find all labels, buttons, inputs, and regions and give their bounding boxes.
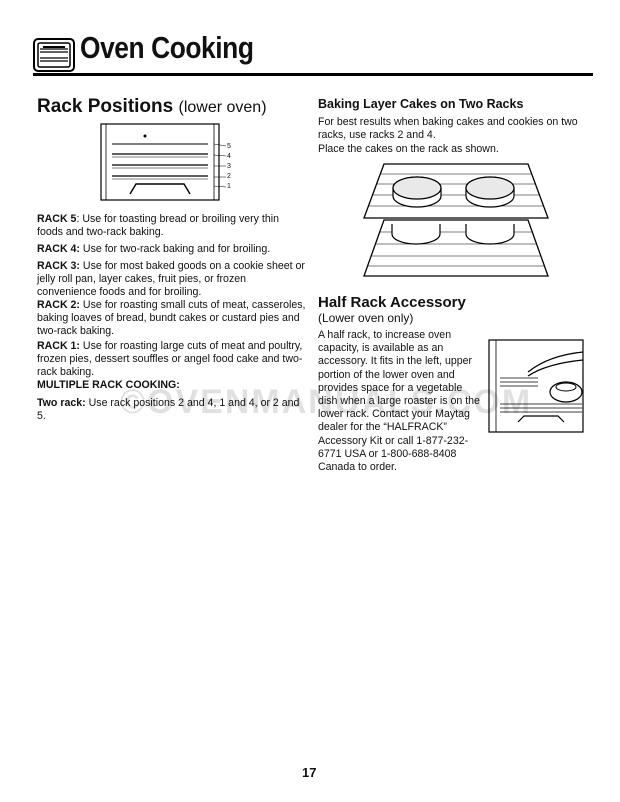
rack-label-1: 1 [227,183,231,190]
layer-cakes-diagram [362,158,550,280]
half-rack-subtitle: (Lower oven only) [318,311,414,325]
rack-label-3: 3 [227,163,231,170]
watermark: ©OVENMANUALS.COM [120,383,533,421]
two-rack-description: Two rack: Use rack positions 2 and 4, 1 … [37,397,307,423]
rack-positions-title: Rack Positions [37,96,174,117]
half-rack-description: A half rack, to increase oven capacity, … [318,329,480,474]
rack-4-label: RACK 4: [37,243,80,255]
two-rack-text: Use rack positions 2 and 4, 1 and 4, or … [37,397,300,423]
rack-5-description: RACK 5: Use for toasting bread or broili… [37,213,280,239]
page-title: Oven Cooking [80,30,254,65]
rack-5-text: Use for toasting bread or broiling very … [37,213,280,239]
rack-label-5: 5 [227,143,231,150]
half-rack-diagram [488,338,584,434]
rack-label-2: 2 [227,173,231,180]
rack-3-label: RACK 3: [37,260,80,272]
layer-cakes-paragraph-1: For best results when baking cakes and c… [318,116,578,142]
rack-1-text: Use for roasting large cuts of meat and … [37,340,303,379]
oven-icon [33,38,75,72]
rack-2-description: RACK 2: Use for roasting small cuts of m… [37,299,307,339]
rack-3-description: RACK 3: Use for most baked goods on a co… [37,260,307,300]
multiple-rack-heading: MULTIPLE RACK COOKING: [37,379,180,391]
rack-2-label: RACK 2: [37,299,80,311]
rack-1-label: RACK 1: [37,340,80,352]
rack-1-description: RACK 1: Use for roasting large cuts of m… [37,340,307,380]
page-number: 17 [302,765,317,780]
layer-cakes-heading: Baking Layer Cakes on Two Racks [318,97,524,111]
rack-2-text: Use for roasting small cuts of meat, cas… [37,299,306,338]
rack-4-description: RACK 4: Use for two-rack baking and for … [37,243,307,256]
rack-4-text: Use for two-rack baking and for broiling… [79,243,271,255]
header-divider [33,73,593,76]
rack-5-label: RACK 5 [37,213,77,225]
two-rack-label: Two rack: [37,397,86,409]
half-rack-heading: Half Rack Accessory [318,294,466,311]
layer-cakes-paragraph-2: Place the cakes on the rack as shown. [318,143,499,155]
rack-positions-subtitle: (lower oven) [178,99,267,116]
rack-3-text: Use for most baked goods on a cookie she… [37,260,305,299]
rack-positions-diagram: 5 4 3 2 1 [100,122,240,202]
rack-label-4: 4 [227,153,231,160]
rack-positions-heading: Rack Positions (lower oven) [37,96,267,118]
